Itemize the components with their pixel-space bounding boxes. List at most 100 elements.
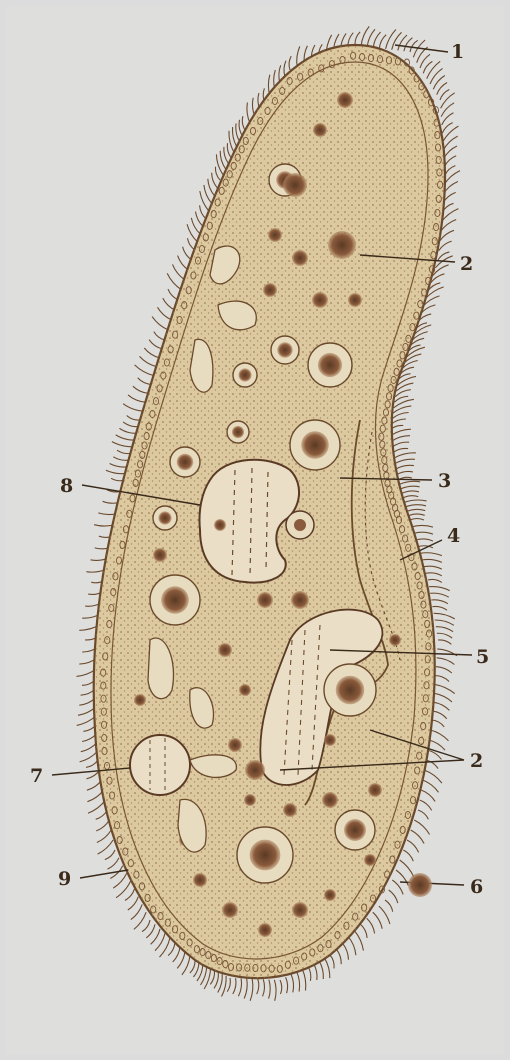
cilium (438, 640, 451, 644)
cilium (424, 566, 442, 569)
food-vacuole-content (318, 353, 342, 377)
cilium (407, 840, 419, 852)
cilium (354, 931, 363, 951)
cilium (412, 525, 433, 527)
cilium (391, 429, 411, 435)
cilium (144, 348, 159, 358)
cilium (155, 933, 165, 950)
food-particle (324, 889, 336, 901)
label-5: 5 (476, 646, 489, 668)
cilium (410, 519, 424, 521)
cilium (204, 968, 211, 989)
food-particle (245, 760, 265, 780)
label-9: 9 (58, 868, 71, 890)
cilium (403, 496, 418, 498)
cilium (440, 230, 454, 241)
cilium (291, 974, 293, 992)
cilium (430, 68, 443, 84)
food-vacuole-content (277, 342, 292, 357)
cilium (173, 264, 186, 280)
cilium (297, 972, 300, 992)
cilium (88, 800, 106, 813)
cilium (420, 54, 430, 68)
food-particle (222, 902, 238, 918)
cilium (233, 978, 236, 994)
cilium (406, 505, 426, 507)
micronucleus-core (294, 519, 306, 531)
food-particle (268, 228, 282, 242)
cilium (379, 35, 386, 48)
cilium (420, 553, 442, 556)
food-vacuole-content (250, 840, 281, 871)
food-particle (193, 873, 207, 887)
food-particle (312, 292, 328, 308)
cilium (319, 961, 323, 979)
cilium (418, 810, 428, 819)
cilium (428, 579, 442, 582)
cilium (432, 720, 444, 727)
cilium (399, 481, 420, 484)
food-particle (214, 519, 226, 531)
cilium (348, 937, 356, 956)
cilium (414, 532, 433, 534)
cilium (423, 780, 439, 792)
cilium (125, 889, 134, 901)
cilium (168, 942, 175, 955)
cilium (392, 413, 409, 419)
cilium (108, 858, 119, 869)
food-particle (257, 592, 273, 608)
cilium (435, 620, 454, 625)
cilium (395, 459, 415, 463)
cilium (289, 56, 291, 70)
label-6: 6 (470, 876, 483, 898)
cilium (391, 419, 406, 424)
cilium (280, 980, 282, 994)
cilium (149, 340, 162, 349)
cilium (216, 154, 222, 174)
cilium (409, 514, 425, 516)
cilium (106, 470, 127, 473)
cilium (210, 970, 214, 984)
food-particle (263, 283, 277, 297)
label-2-lower: 2 (470, 750, 483, 772)
food-particle (313, 123, 327, 137)
cilium (397, 471, 413, 474)
cilium (389, 890, 398, 903)
food-particle (364, 854, 376, 866)
cilium (336, 949, 341, 964)
cilium (190, 960, 195, 973)
cilium (436, 627, 453, 632)
food-particle (283, 173, 307, 197)
cilium (403, 850, 413, 861)
cilium (433, 265, 449, 276)
contractile-vacuole-posterior (130, 735, 190, 795)
cilium (116, 881, 131, 898)
cilium (286, 977, 288, 993)
cilium (80, 751, 98, 762)
food-vacuole-content (344, 819, 366, 841)
cilium (140, 356, 157, 366)
cilium (200, 205, 207, 219)
cilium (438, 252, 449, 260)
cilium (394, 448, 409, 452)
food-particle (328, 231, 356, 259)
cilium (138, 378, 151, 385)
cilium (330, 955, 334, 968)
cilium (416, 539, 433, 541)
cilium (405, 500, 427, 502)
cilium (220, 151, 225, 169)
cilium (396, 465, 414, 469)
cilium (439, 241, 452, 251)
cilium (437, 633, 452, 638)
cilium (385, 900, 393, 912)
cilium (355, 32, 360, 45)
food-vacuole-content (336, 676, 365, 705)
cilium (395, 390, 411, 397)
food-particle (258, 923, 272, 937)
food-particle (283, 803, 297, 817)
cilium (123, 404, 143, 411)
cilium (433, 76, 445, 90)
cilium (430, 730, 448, 741)
cilium (429, 587, 450, 591)
